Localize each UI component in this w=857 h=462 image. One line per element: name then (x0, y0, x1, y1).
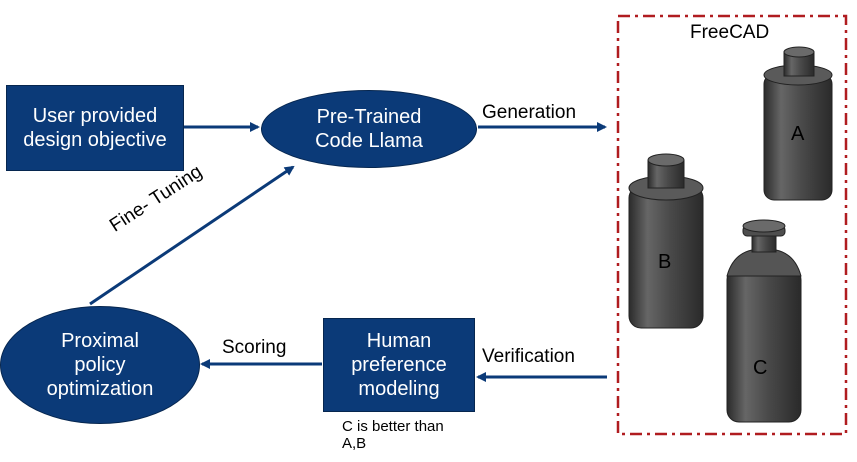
preference-model-box: Human preference modeling (323, 318, 475, 412)
scoring-label: Scoring (222, 337, 287, 358)
ppo-node: Proximal policy optimization (0, 306, 200, 424)
model-label-c: C (753, 357, 768, 379)
ppo-label: Proximal policy optimization (46, 330, 154, 400)
model-label-a: A (791, 123, 805, 145)
preference-model-label: Human preference modeling (351, 330, 447, 400)
user-objective-label: User provided design objective (23, 105, 167, 151)
cad-model-a (763, 46, 833, 201)
verification-label: Verification (482, 346, 575, 367)
generation-label: Generation (482, 102, 577, 123)
cad-model-b (628, 153, 704, 329)
freecad-frame (616, 14, 848, 436)
freecad-title: FreeCAD (690, 22, 770, 43)
code-llama-label: Pre-Trained Code Llama (315, 106, 423, 152)
user-objective-box: User provided design objective (6, 85, 184, 171)
arrow-fine-tuning (89, 165, 295, 306)
preference-note: C is better than A,B (342, 418, 444, 452)
cad-model-c (726, 219, 802, 423)
model-label-b: B (658, 251, 672, 273)
code-llama-node: Pre-Trained Code Llama (261, 90, 477, 168)
